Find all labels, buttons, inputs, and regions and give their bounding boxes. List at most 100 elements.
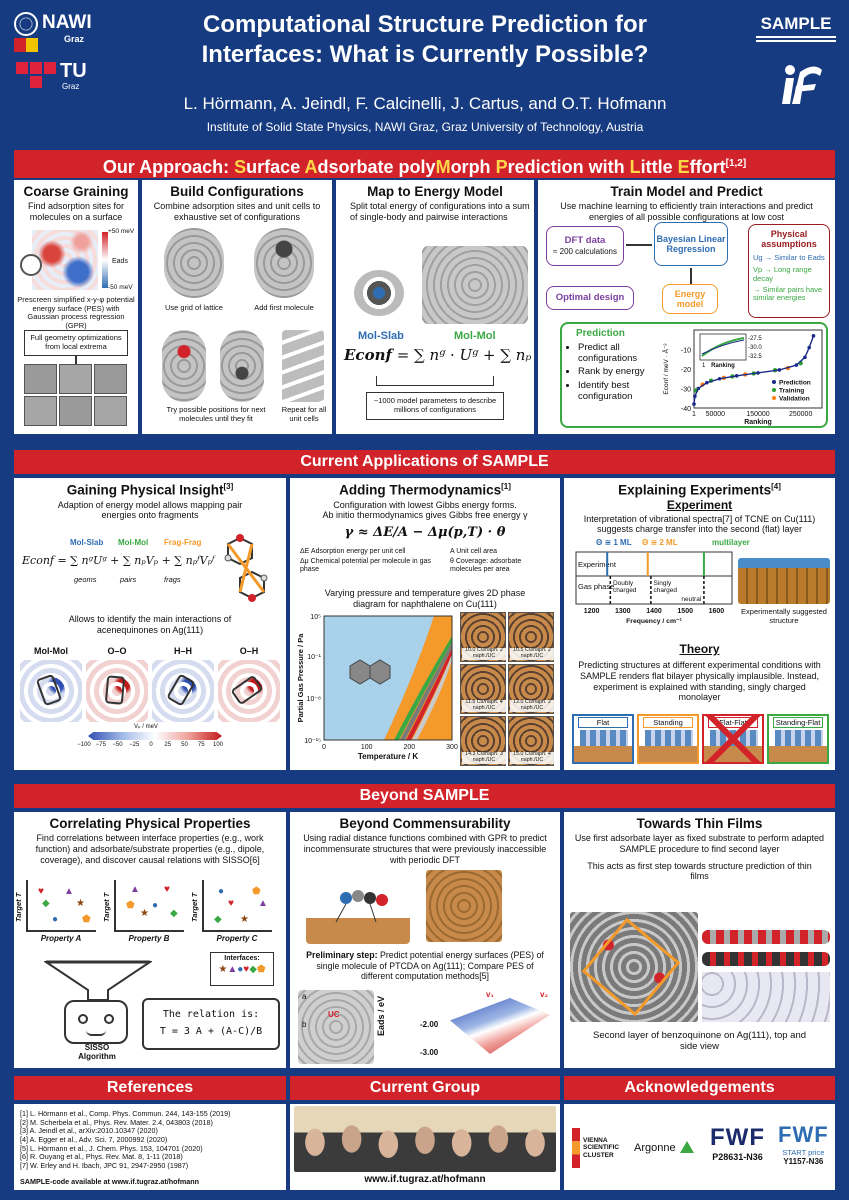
chart-ytick: -10 bbox=[681, 348, 691, 355]
thermo-text2: Ab initio thermodynamics gives Gibbs fre… bbox=[322, 510, 528, 521]
thermo-def4: θ Coverage: adsorbate molecules per area bbox=[450, 558, 522, 574]
approach-band-sup: [1,2] bbox=[725, 158, 747, 169]
pes-molecule-image: UC a b bbox=[298, 990, 374, 1064]
correlation-point: ◆ bbox=[214, 914, 222, 925]
correlation-point: ♥ bbox=[164, 884, 170, 895]
physical-assumptions-box: Physical assumptions Ug → Similar to Ead… bbox=[748, 224, 830, 318]
correlation-xlabel: Property B bbox=[128, 934, 170, 943]
spectrum-xtick: 1300 bbox=[615, 608, 631, 615]
phase-frame bbox=[323, 615, 453, 741]
correlation-point: ● bbox=[218, 886, 225, 897]
group-photo bbox=[294, 1106, 556, 1172]
chart-legend-label: Prediction bbox=[779, 380, 811, 387]
reference-item: [6] R. Ouyang et al., Phys. Rev. Mat. 8,… bbox=[20, 1152, 183, 1162]
phys-item-2: Vp → Long range decay bbox=[753, 265, 812, 283]
phys-item-3: → Similar pairs have similar energies bbox=[753, 284, 823, 303]
experiments-title-text: Explaining Experiments bbox=[618, 482, 772, 498]
build-cap3: Try possible positions for next molecule… bbox=[166, 405, 266, 423]
coarse-arrow-icon bbox=[75, 356, 77, 364]
nawi-flag-icon bbox=[14, 38, 38, 52]
spectrum-doubly-label: charged bbox=[613, 587, 637, 594]
unit-cell-outline bbox=[581, 917, 681, 1017]
theory-structure: Flat bbox=[572, 714, 634, 764]
ack-panel: VIENNA SCIENTIFIC CLUSTER Argonne FWF P2… bbox=[564, 1104, 835, 1190]
interaction-map-label: O–H bbox=[239, 646, 259, 656]
build-cap2: Add first molecule bbox=[254, 303, 314, 312]
spectrum-xtick: 1600 bbox=[709, 608, 725, 615]
reference-item: [5] L. Hörmann et al., J. Chem. Phys. 15… bbox=[20, 1143, 203, 1153]
spectrum-singly-label: Singly bbox=[654, 580, 672, 587]
ml-label-2: Θ ≅ 2 ML bbox=[642, 538, 678, 547]
pes-tick1: -2.00 bbox=[420, 1020, 439, 1029]
interaction-map-molecule bbox=[230, 674, 264, 706]
globe-icon bbox=[14, 12, 38, 36]
insight-equation: Econf = ∑ nᵍUᵍ + ∑ nₚVₚ + ∑ nₚᶠVₚᶠ bbox=[22, 554, 215, 567]
insight-sup: [3] bbox=[223, 482, 234, 491]
map-text: Split total energy of configurations int… bbox=[350, 201, 530, 222]
equation-bracket bbox=[376, 376, 494, 386]
nawi-logo-sub: Graz bbox=[64, 34, 85, 44]
pes-scale-bottom: -50 meV bbox=[108, 284, 133, 291]
phase-ytick: 10⁻⁸ bbox=[307, 696, 321, 703]
spectrum-xtick: 1200 bbox=[584, 608, 600, 615]
interaction-map-label: O–O bbox=[107, 646, 127, 656]
poster-title: Computational Structure Prediction for I… bbox=[201, 11, 649, 68]
molecule-icon bbox=[20, 254, 42, 276]
experiments-title: Explaining Experiments[4] bbox=[564, 482, 835, 498]
equation-rhs: = ∑ nᵍ · Uᵍ + ∑ nₚ · Vₚ bbox=[396, 346, 534, 364]
mol-mol-label: Mol-Mol bbox=[454, 330, 496, 342]
group-url[interactable]: www.if.tugraz.at/hofmann bbox=[364, 1174, 486, 1185]
suggested-structure-caption: Experimentally suggested structure bbox=[741, 607, 827, 625]
prediction-bullet: Identify best configuration bbox=[578, 380, 662, 403]
vsc-text: VIENNA SCIENTIFIC CLUSTER bbox=[583, 1136, 620, 1159]
equation-lhs: Econf bbox=[344, 346, 392, 364]
insight-sub2: pairs bbox=[120, 575, 137, 584]
optimal-design-box: Optimal design bbox=[546, 286, 634, 310]
thermo-def2: Δμ Chemical potential per molecule in ga… bbox=[300, 558, 431, 574]
pes-tick2: -3.00 bbox=[420, 1048, 439, 1057]
reference-item: [1] L. Hörmann et al., Comp. Phys. Commu… bbox=[20, 1109, 231, 1118]
next-molecules-image bbox=[162, 330, 206, 402]
thermo-sup: [1] bbox=[501, 482, 511, 491]
coarse-caption: Prescreen simplified x-y-φ potential ene… bbox=[17, 295, 135, 330]
vp-colorbar-tick: −100 bbox=[77, 742, 91, 748]
interfaces-shapes: ★▲●♥◆⬟ bbox=[218, 964, 266, 975]
map-title: Map to Energy Model bbox=[367, 184, 503, 199]
reference-list: [1] L. Hörmann et al., Comp. Phys. Commu… bbox=[14, 1104, 286, 1176]
sample-logo: SAMPLE bbox=[756, 14, 836, 42]
fwf2-text: FWF bbox=[778, 1122, 829, 1147]
model-params-box: ~1000 model parameters to describe milli… bbox=[366, 392, 504, 420]
prediction-label: Prediction bbox=[576, 328, 625, 339]
unit-cells-image bbox=[282, 330, 324, 402]
pes-map bbox=[32, 230, 98, 290]
applications-band: Current Applications of SAMPLE bbox=[14, 450, 835, 474]
ml-label-3: multilayer bbox=[712, 538, 750, 547]
acronym-part: E bbox=[677, 157, 690, 177]
arrow-blr-energy-icon bbox=[690, 268, 692, 284]
coarse-title: Coarse Graining bbox=[23, 184, 129, 199]
chart-legend-label: Validation bbox=[779, 396, 810, 403]
interaction-map-molecule bbox=[35, 673, 63, 707]
theory-cross-icon bbox=[704, 716, 762, 762]
correlation-point: ▲ bbox=[258, 898, 268, 909]
spectrum-xlabel: Frequency / cm⁻¹ bbox=[626, 618, 682, 625]
phase-ytick: 10⁻¹ bbox=[307, 654, 321, 661]
reference-item: [3] A. Jeindl et al., arXiv:2010.10347 (… bbox=[20, 1126, 158, 1136]
reference-item: [4] A. Egger et al., Adv. Sci. 7, 200099… bbox=[20, 1134, 168, 1144]
insight-lab2: Mol-Mol bbox=[118, 538, 149, 547]
thermo-panel: Adding Thermodynamics[1] Configuration w… bbox=[290, 478, 560, 770]
chart-series-line bbox=[693, 335, 815, 405]
prediction-bullets: Predict all configurationsRank by energy… bbox=[566, 342, 662, 405]
pes-b-label: b bbox=[302, 1020, 307, 1029]
references-panel: [1] L. Hörmann et al., Comp. Phys. Commu… bbox=[14, 1104, 286, 1190]
spectrum-xtick: 1400 bbox=[646, 608, 662, 615]
acronym-part: urface bbox=[246, 157, 305, 177]
correlation-xlabel: Property C bbox=[216, 934, 258, 943]
theory-structure-label: Standing bbox=[643, 717, 693, 728]
acronym-part: ittle bbox=[640, 157, 678, 177]
acronym-part: A bbox=[304, 157, 318, 177]
thin-text2: This acts as first step towards structur… bbox=[587, 860, 812, 882]
build-cap4: Repeat for all unit cells bbox=[281, 405, 327, 423]
phase-ytick: 10⁵ bbox=[310, 614, 321, 621]
